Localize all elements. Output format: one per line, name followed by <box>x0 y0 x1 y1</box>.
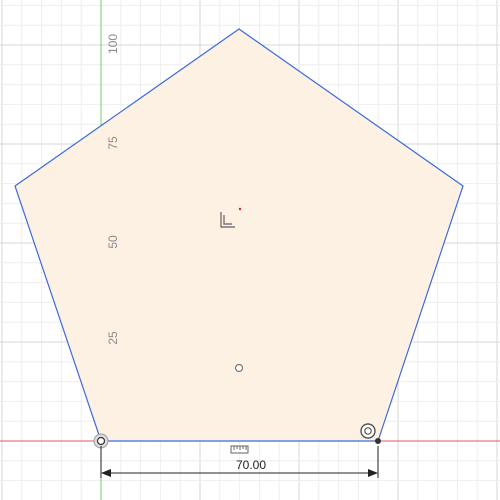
vertex-point[interactable] <box>375 438 381 444</box>
dimension-arrow-right <box>368 469 378 477</box>
dimension-value[interactable]: 70.00 <box>236 458 266 472</box>
pentagon-edges[interactable] <box>14 28 464 442</box>
center-point-icon[interactable] <box>234 363 244 373</box>
y-axis-label-100: 100 <box>106 34 120 54</box>
reference-point <box>238 207 242 211</box>
y-axis-label-25: 25 <box>106 331 120 345</box>
dimension-arrow-left <box>101 469 111 477</box>
pentagon-profile-fill[interactable] <box>15 29 463 441</box>
sketch-orientation-icon <box>220 212 235 228</box>
coincident-constraint-icon[interactable] <box>360 423 376 439</box>
y-axis-label-75: 75 <box>106 136 120 150</box>
dimension-70[interactable]: 70.00 <box>100 446 379 478</box>
origin-point-icon[interactable] <box>93 433 109 449</box>
y-axis-label-50: 50 <box>106 235 120 249</box>
dimension-edit-icon[interactable] <box>230 445 249 454</box>
